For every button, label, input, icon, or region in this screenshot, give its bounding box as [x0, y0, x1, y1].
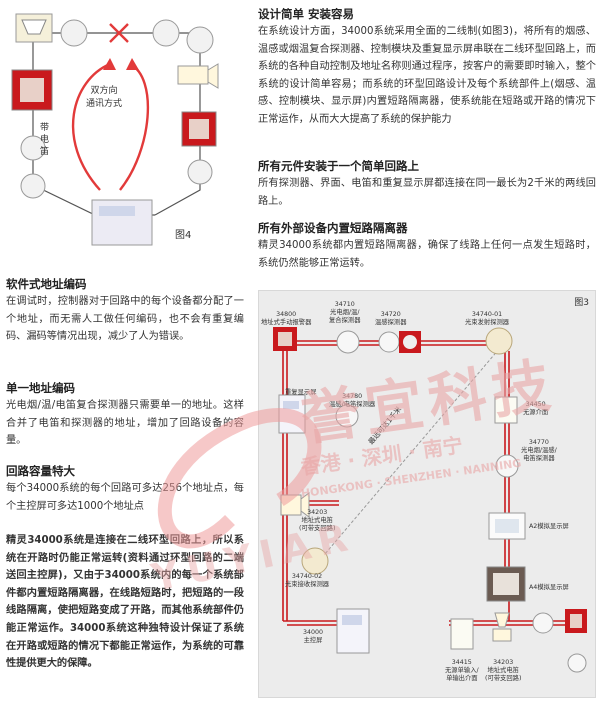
- detector-icon: [532, 612, 554, 634]
- figure-3-caption: 图3: [574, 298, 589, 308]
- main-panel-icon: [336, 608, 370, 654]
- fig4-call-point-icon: [11, 69, 53, 111]
- label-34720: 34720 温感探测器: [375, 311, 407, 326]
- section-single-loop: 所有元件安装于一个简单回路上 所有探测器、界面、电笛和重复显示屏都连接在同一最长…: [258, 158, 596, 210]
- section-title: 所有外部设备内置短路隔离器: [258, 221, 408, 235]
- bell-label: 带 电 笛: [40, 123, 50, 157]
- smoke-heat-detector-icon: [336, 330, 360, 354]
- label-main-panel: 34000 主控屏: [303, 629, 324, 644]
- a4-display-icon: [486, 566, 526, 602]
- figure-3: 图3 34800 地址式手动报警器 34710 光电烟/温/ 复合探测器 347…: [258, 290, 596, 698]
- fig4-detector-icon: [20, 173, 46, 199]
- beam-receiver-icon: [301, 547, 329, 575]
- section-reliability: 精灵34000系统是连接在二线环型回路上，所以系统在开路时仍能正常运转(资料通过…: [6, 532, 244, 673]
- section-body: 在调试时，控制器对于回路中的每个设备都分配了一个地址，而无需人工做任何编码，也不…: [6, 296, 244, 343]
- fig4-detector-icon: [186, 26, 214, 54]
- label-34415: 34415 无源单输入/ 单输出介面: [445, 659, 479, 682]
- bidirectional-arrow-icon: [71, 62, 150, 191]
- a2-display-icon: [488, 512, 526, 540]
- loop-label: 双方向 通讯方式: [86, 86, 123, 109]
- fig4-panel-icon: [91, 199, 153, 246]
- section-body: 每个34000系统的每个回路可多达256个地址点，每个主控屏可多达1000个地址…: [6, 483, 244, 512]
- section-title: 设计简单 安装容易: [258, 7, 355, 21]
- section-design: 设计简单 安装容易 在系统设计方面，34000系统采用全面的二线制(如图3)，将…: [258, 6, 596, 129]
- smoke-heat-bell-detector-icon: [495, 454, 519, 478]
- call-point-icon: [565, 609, 587, 633]
- section-capacity: 回路容量特大 每个34000系统的每个回路可多达256个地址点，每个主控屏可多达…: [6, 463, 244, 515]
- label-34780: 34780 温感/电笛探测器: [329, 393, 376, 408]
- figure-4-caption: 图4: [175, 230, 192, 241]
- section-single-address: 单一地址编码 光电烟/温/电笛复合探测器只需要单一的地址。这样合并了电笛和探测器…: [6, 380, 244, 450]
- label-34450: 34450 无源介面: [523, 401, 549, 416]
- io-interface-icon: [450, 618, 474, 650]
- heat-detector-icon: [399, 331, 421, 353]
- fig4-detector-icon: [187, 159, 213, 185]
- section-isolator: 所有外部设备内置短路隔离器 精灵34000系统都内置短路隔离器，确保了线路上任何…: [258, 220, 596, 272]
- label-a2-display: A2模拟显示屏: [529, 523, 569, 530]
- label-34740-01: 34740-01 光束发射探测器: [465, 311, 510, 326]
- fig4-detector-icon: [20, 135, 46, 161]
- fig4-detector-icon: [152, 19, 180, 47]
- section-body: 光电烟/温/电笛复合探测器只需要单一的地址。这样合并了电笛和探测器的地址，增加了…: [6, 400, 244, 447]
- label-34710: 34710 光电烟/温/ 复合探测器: [329, 301, 361, 324]
- passive-interface-icon: [494, 396, 518, 424]
- section-body: 精灵34000系统是连接在二线环型回路上，所以系统在开路时仍能正常运转(资料通过…: [6, 535, 244, 670]
- figure-4: 双方向 通讯方式 带 电 笛 图4: [0, 0, 240, 250]
- label-repeat-display: 重复显示屏: [285, 389, 317, 396]
- fig4-detector-icon: [60, 19, 88, 47]
- heat-detector-icon: [378, 331, 400, 353]
- label-34770: 34770 光电烟/温感/ 电笛探测器: [521, 439, 557, 462]
- sounder-icon: [492, 612, 512, 642]
- label-34800: 34800 地址式手动报警器: [261, 311, 312, 326]
- call-point-icon: [273, 327, 297, 351]
- section-title: 回路容量特大: [6, 464, 75, 478]
- section-soft-address: 软件式地址编码 在调试时，控制器对于回路中的每个设备都分配了一个地址，而无需人工…: [6, 276, 244, 346]
- section-body: 所有探测器、界面、电笛和重复显示屏都连接在同一最长为2千米的两线回路上。: [258, 178, 596, 207]
- figure-3-diagram: [273, 327, 587, 673]
- label-a4-display: A4模拟显示屏: [529, 584, 569, 591]
- label-34203-a: 34203 地址式电笛 (可带支回路): [299, 509, 336, 532]
- section-body: 精灵34000系统都内置短路隔离器，确保了线路上任何一点发生短路时，系统仍然能够…: [258, 240, 596, 269]
- heat-bell-detector-icon: [335, 404, 359, 428]
- section-title: 单一地址编码: [6, 381, 75, 395]
- label-34203-b: 34203 地址式电笛 (可带支回路): [485, 659, 522, 682]
- section-title: 所有元件安装于一个简单回路上: [258, 159, 419, 173]
- section-title: 软件式地址编码: [6, 277, 87, 291]
- fig4-camera-icon: [177, 63, 219, 89]
- open-circuit-icon: [109, 23, 129, 43]
- fig4-horn-icon: [15, 13, 53, 43]
- repeat-display-icon: [278, 394, 306, 434]
- fig4-call-point-icon: [181, 111, 217, 147]
- figure-4-diagram: [11, 13, 219, 246]
- beam-transmitter-icon: [485, 327, 513, 355]
- label-34740-02: 34740-02 光束接收探测器: [285, 573, 330, 588]
- detector-icon: [567, 653, 587, 673]
- section-body: 在系统设计方面，34000系统采用全面的二线制(如图3)，将所有的烟感、温感或烟…: [258, 26, 596, 125]
